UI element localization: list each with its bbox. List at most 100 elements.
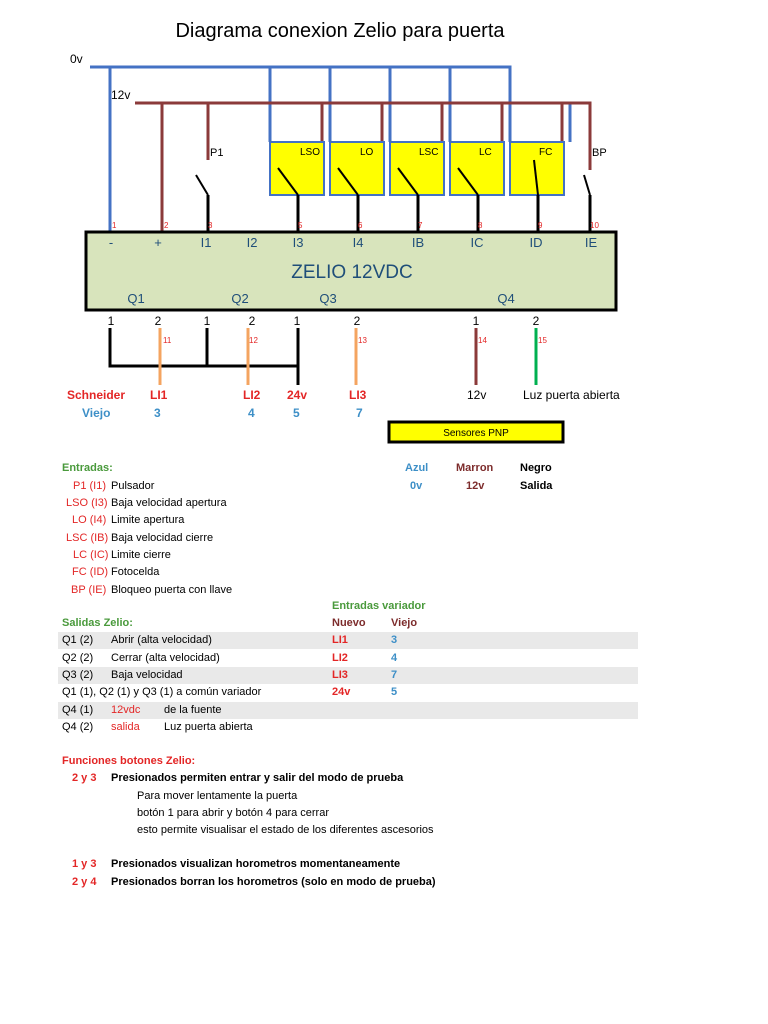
funcion-keys: 1 y 3 [72, 858, 97, 870]
salida-mid: 12vdc [111, 704, 141, 716]
terminal-12: 12 [249, 336, 258, 345]
switch-label-fc: FC [539, 147, 552, 158]
sensor-color-marron: Marron [456, 462, 494, 474]
funciones-title: Funciones botones Zelio: [62, 755, 196, 767]
sensors-pnp-title: Sensores PNP [443, 428, 509, 439]
switch-label-lo: LO [360, 147, 374, 158]
entrada-desc: Limite apertura [111, 514, 185, 526]
salidas-stripe [58, 667, 638, 684]
salida-desc: Abrir (alta velocidad) [111, 634, 212, 646]
salida-desc: Cerrar (alta velocidad) [111, 652, 220, 664]
li2-label: LI2 [243, 388, 261, 402]
sensor-color-azul-text: Azul [405, 462, 429, 474]
entrada-desc: Fotocelda [111, 566, 160, 578]
terminal-14: 14 [478, 336, 487, 345]
salida-desc: de la fuente [164, 704, 222, 716]
sensor-color-negro: Negro [520, 462, 552, 474]
terminal-3: 3 [208, 221, 213, 230]
output-pin: 2 [249, 314, 256, 328]
entrada-desc: Baja velocidad apertura [111, 497, 227, 509]
schneider-label: Schneider [67, 388, 125, 402]
terminal-6: 6 [358, 221, 363, 230]
funcion-text: esto permite visualisar el estado de los… [137, 824, 434, 836]
entrada-desc: Baja velocidad cierre [111, 532, 214, 544]
terminal-5: 5 [298, 221, 303, 230]
sensor-value-0v: 0v [410, 480, 423, 492]
input-label: I4 [353, 235, 364, 250]
entradas-title: Entradas: [62, 462, 113, 474]
input-label: IB [412, 235, 424, 250]
wiring-diagram: 0v 12v P1 LSO LO LSC LC FC BP 1 2 3 5 6 … [67, 52, 620, 444]
output-group-q4: Q4 [497, 291, 514, 306]
output-pin: 1 [204, 314, 211, 328]
entrada-code: LO (I4) [72, 514, 107, 526]
variador-viejo-header: Viejo [391, 617, 418, 629]
output-pin: 2 [533, 314, 540, 328]
salida-nuevo: LI1 [332, 634, 348, 646]
terminal-11: 11 [163, 336, 172, 345]
switch-label-bp: BP [592, 147, 607, 159]
salida-nuevo: LI3 [332, 669, 348, 681]
v12-label: 12v [467, 388, 486, 402]
input-label: I2 [247, 235, 258, 250]
funcion-text: Presionados borran los horometros (solo … [111, 876, 436, 888]
input-wires [206, 195, 592, 232]
switch-contacts [195, 159, 591, 196]
sensor-box-lso [269, 141, 325, 196]
salida-nuevo: LI2 [332, 652, 348, 664]
output-wires [108, 328, 538, 385]
terminal-8: 8 [478, 221, 483, 230]
terminal-7: 7 [418, 221, 423, 230]
input-label: ID [530, 235, 543, 250]
salida-viejo: 3 [391, 634, 398, 646]
output-group-q3: Q3 [319, 291, 336, 306]
sensor-value-12v: 12v [466, 480, 485, 492]
input-label: I1 [201, 235, 212, 250]
switch-label-lso: LSO [300, 147, 320, 158]
funcion-text: Presionados permiten entrar y salir del … [111, 772, 404, 784]
rail-label-12v: 12v [111, 88, 130, 102]
salida-desc: Luz puerta abierta [164, 721, 253, 733]
entrada-code: LC (IC) [73, 549, 109, 561]
switch-label-lsc: LSC [419, 147, 438, 158]
salida-q: Q4 (1) [62, 704, 94, 716]
viejo-7: 7 [356, 406, 363, 420]
rail-label-0v: 0v [70, 52, 83, 66]
funcion-text: Presionados visualizan horometros moment… [111, 858, 401, 870]
input-label: - [109, 235, 113, 250]
output-pin: 1 [473, 314, 480, 328]
entrada-code: FC (ID) [72, 566, 109, 578]
terminal-15: 15 [538, 336, 547, 345]
sensor-value-salida: Salida [520, 480, 553, 492]
entrada-desc: Bloqueo puerta con llave [111, 584, 233, 596]
output-pin: 1 [294, 314, 301, 328]
salida-viejo: 4 [391, 652, 398, 664]
salida-nuevo: 24v [332, 686, 351, 698]
input-label: I3 [293, 235, 304, 250]
input-label: + [154, 235, 162, 250]
viejo-4: 4 [248, 406, 255, 420]
page-title: Diagrama conexion Zelio para puerta [175, 20, 505, 42]
salida-q: Q3 (2) [62, 669, 94, 681]
li1-label: LI1 [150, 388, 168, 402]
switch-label-p1: P1 [210, 147, 223, 159]
output-group-q1: Q1 [127, 291, 144, 306]
funcion-text: Para mover lentamente la puerta [137, 790, 298, 802]
salida-desc: Baja velocidad [111, 669, 183, 681]
entrada-desc: Limite cierre [111, 549, 171, 561]
terminal-10: 10 [590, 221, 599, 230]
entrada-code: P1 (I1) [73, 480, 107, 492]
terminal-1: 1 [112, 221, 117, 230]
variador-title: Entradas variador [332, 600, 426, 612]
variador-nuevo-header: Nuevo [332, 617, 366, 629]
salida-q: Q1 (1), Q2 (1) y Q3 (1) a común variador [62, 686, 262, 698]
output-pin: 2 [354, 314, 361, 328]
terminal-9: 9 [538, 221, 543, 230]
entrada-desc: Pulsador [111, 480, 155, 492]
salida-mid: salida [111, 721, 140, 733]
output-group-q2: Q2 [231, 291, 248, 306]
zelio-module [84, 230, 618, 312]
twelve-volt-rail [135, 101, 592, 232]
salida-q: Q4 (2) [62, 721, 94, 733]
luz-label: Luz puerta abierta [523, 388, 620, 402]
